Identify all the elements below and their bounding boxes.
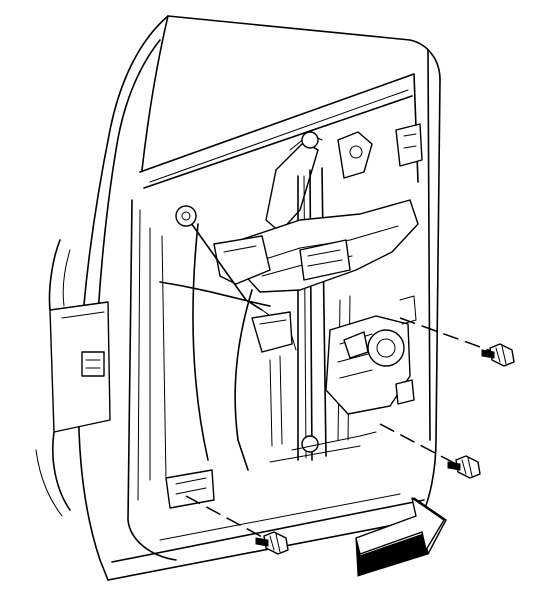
door-shell bbox=[77, 15, 441, 581]
regulator-assembly bbox=[149, 167, 419, 481]
bolt-lower-left bbox=[185, 495, 289, 555]
bolt-lower-right bbox=[379, 423, 481, 479]
hinge-panel bbox=[35, 239, 111, 517]
lower-bracket bbox=[165, 431, 377, 509]
motor-assembly bbox=[325, 295, 417, 415]
window-channel bbox=[265, 123, 423, 233]
bolt-upper-right bbox=[399, 317, 515, 367]
arrow-right-icon bbox=[355, 497, 447, 577]
